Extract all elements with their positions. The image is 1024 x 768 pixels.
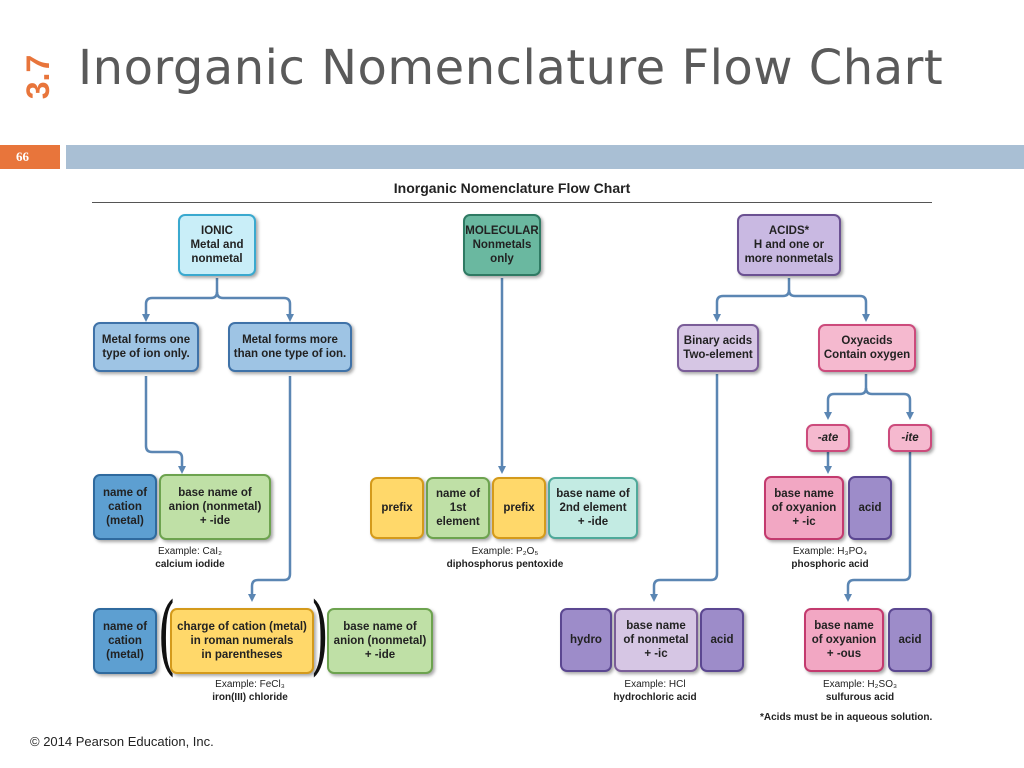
ionic-example-1: Example: CaI₂ calcium iodide <box>110 545 270 571</box>
ionic-row1-anion-box: base name of anion (nonmetal) + -ide <box>159 474 271 540</box>
close-parenthesis: ) <box>310 585 330 685</box>
example-formula: Example: H₂SO₃ <box>822 679 898 690</box>
example-name: hydrochloric acid <box>613 692 697 703</box>
molecular-first-element-box: name of 1st element <box>426 477 490 539</box>
arrow-oxy-split <box>824 374 868 420</box>
molecular-prefix1-box: prefix <box>370 477 424 539</box>
example-name: iron(III) chloride <box>212 692 288 703</box>
arrow-binary <box>650 374 719 602</box>
example-formula: Example: HCl <box>624 679 686 690</box>
hydro-example: Example: HCl hydrochloric acid <box>590 678 720 704</box>
arrow-one-type <box>144 376 186 474</box>
ionic-row2-charge-box: charge of cation (metal) in roman numera… <box>170 608 314 674</box>
oxyacids-box: Oxyacids Contain oxygen <box>818 324 916 372</box>
example-formula: Example: CaI₂ <box>158 546 222 557</box>
ate-box: -ate <box>806 424 850 452</box>
nonmetal-ic-box: base name of nonmetal + -ic <box>614 608 698 672</box>
arrow-acids-split <box>713 278 791 322</box>
metal-more-types-box: Metal forms more than one type of ion. <box>228 322 352 372</box>
molecular-second-element-box: base name of 2nd element + -ide <box>548 477 638 539</box>
example-formula: Example: P₂O₅ <box>471 546 539 557</box>
example-formula: Example: FeCl₃ <box>215 679 285 690</box>
ite-box: -ite <box>888 424 932 452</box>
ic-example: Example: H₃PO₄ phosphoric acid <box>770 545 890 571</box>
ionic-row1-cation-box: name of cation (metal) <box>93 474 157 540</box>
ous-acid-box: acid <box>888 608 932 672</box>
slide-title: Inorganic Nomenclature Flow Chart <box>78 40 944 96</box>
ionic-row2-anion-box: base name of anion (nonmetal) + -ide <box>327 608 433 674</box>
arrow-ite <box>844 452 912 602</box>
ionic-example-2: Example: FeCl₃ iron(III) chloride <box>180 678 320 704</box>
example-name: calcium iodide <box>155 559 225 570</box>
example-formula: Example: H₃PO₄ <box>792 546 868 557</box>
header-bar <box>66 145 1024 169</box>
example-name: diphosphorus pentoxide <box>446 559 564 570</box>
copyright-footer: © 2014 Pearson Education, Inc. <box>30 734 214 749</box>
molecular-header-box: MOLECULAR Nonmetals only <box>463 214 541 276</box>
footnote: *Acids must be in aqueous solution. <box>760 712 933 723</box>
hydro-acid-box: acid <box>700 608 744 672</box>
ic-acid-box: acid <box>848 476 892 540</box>
page-number: 66 <box>0 145 60 169</box>
arrow-ionic-split <box>142 278 219 322</box>
title-rule <box>92 202 932 203</box>
ous-oxyanion-box: base name of oxyanion + -ous <box>804 608 884 672</box>
ionic-row2-cation-box: name of cation (metal) <box>93 608 157 674</box>
acids-header-box: ACIDS* H and one or more nonmetals <box>737 214 841 276</box>
arrow-more-types <box>248 376 292 602</box>
molecular-prefix2-box: prefix <box>492 477 546 539</box>
example-name: sulfurous acid <box>825 692 895 703</box>
ionic-header-box: IONIC Metal and nonmetal <box>178 214 256 276</box>
binary-acids-box: Binary acids Two-element <box>677 324 759 372</box>
figure-title: Inorganic Nomenclature Flow Chart <box>393 180 631 196</box>
example-name: phosphoric acid <box>791 559 869 570</box>
ous-example: Example: H₂SO₃ sulfurous acid <box>800 678 920 704</box>
hydro-box: hydro <box>560 608 612 672</box>
molecular-example: Example: P₂O₅ diphosphorus pentoxide <box>420 545 590 571</box>
metal-one-type-box: Metal forms one type of ion only. <box>93 322 199 372</box>
ic-oxyanion-box: base name of oxyanion + -ic <box>764 476 844 540</box>
